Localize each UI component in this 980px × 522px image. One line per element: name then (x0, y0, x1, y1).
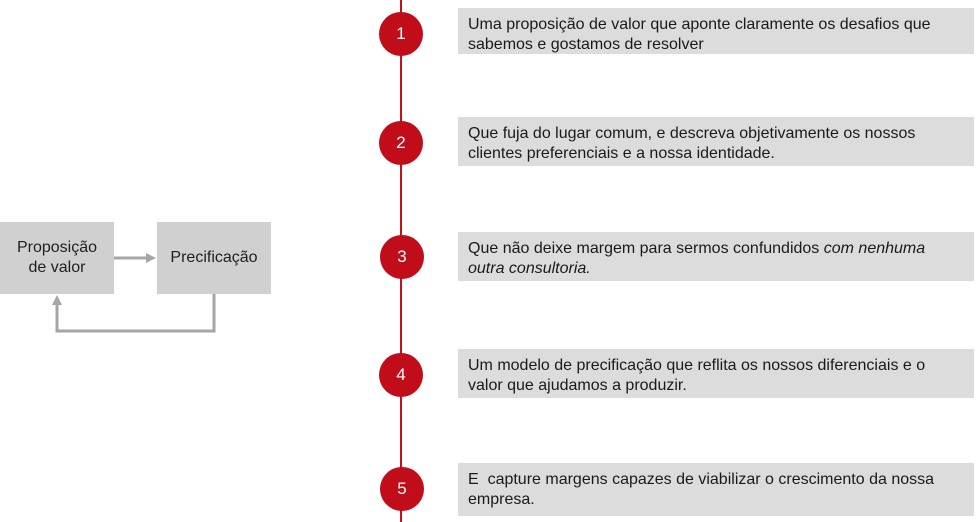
step-2-number: 2 (396, 133, 406, 152)
step-3-text-panel: Que não deixe margem para sermos confund… (458, 232, 974, 281)
step-4-number: 4 (396, 365, 406, 384)
step-2-text-panel: Que fuja do lugar comum, e descreva obje… (458, 117, 974, 166)
step-3-text-plain: Que não deixe margem para sermos confund… (468, 240, 824, 257)
step-1-circle: 1 (379, 12, 423, 56)
step-1-text-panel: Uma proposição de valor que aponte clara… (458, 8, 974, 54)
step-5-number: 5 (397, 479, 407, 498)
proposicao-de-valor-box: Proposição de valor (0, 222, 114, 294)
step-4-text-panel: Um modelo de precificação que reflita os… (458, 349, 974, 398)
feedback-arrow-line (55, 294, 216, 333)
precificacao-box: Precificação (157, 222, 271, 294)
feedback-arrow-head (52, 295, 62, 305)
proposicao-de-valor-label: Proposição de valor (11, 238, 103, 278)
step-3-circle: 3 (380, 235, 424, 279)
box1-line1: Proposição (16, 239, 98, 256)
step-2-circle: 2 (379, 121, 423, 165)
step-5-text: E capture margens capazes de viabilizar … (468, 471, 939, 508)
step-1-text: Uma proposição de valor que aponte clara… (468, 16, 931, 53)
step-1-number: 1 (396, 24, 406, 43)
step-4-text: Um modelo de precificação que reflita os… (468, 357, 926, 394)
box1-line2: de valor (28, 259, 86, 276)
precificacao-label: Precificação (170, 249, 258, 266)
step-3-text-italic: com nenhuma outra consultoria. (468, 240, 926, 277)
step-5-circle: 5 (380, 467, 424, 511)
step-2-text: Que fuja do lugar comum, e descreva obje… (468, 125, 916, 162)
step-3-number: 3 (397, 247, 407, 266)
forward-arrow-head (146, 253, 156, 263)
step-4-circle: 4 (379, 353, 423, 397)
step-5-text-panel: E capture margens capazes de viabilizar … (458, 463, 974, 516)
